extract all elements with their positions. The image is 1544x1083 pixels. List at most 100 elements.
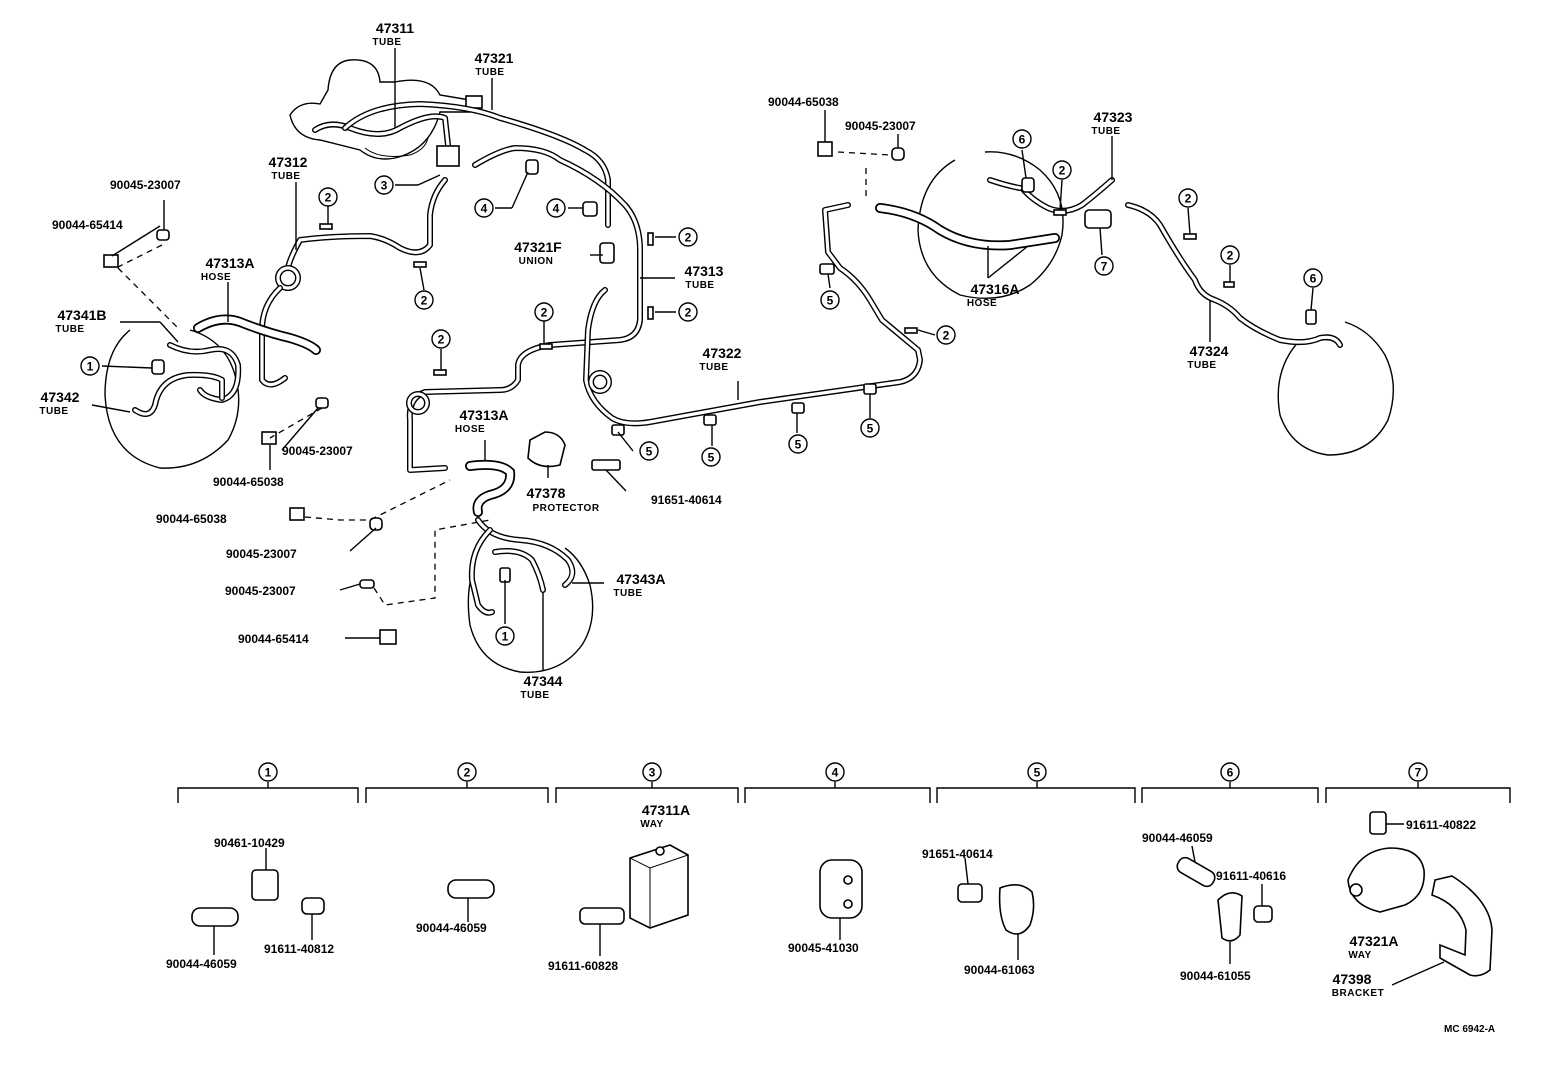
callout-circle xyxy=(1408,762,1428,782)
kit-brackets xyxy=(177,782,1511,803)
callout-2: 2 xyxy=(431,329,451,349)
callout-3: 3 xyxy=(374,175,394,195)
callout-2: 2 xyxy=(1220,245,1240,265)
bolt-icon xyxy=(1253,905,1273,923)
label-47313a-mid: 47313A HOSE xyxy=(455,407,509,435)
label-47313a-top: 47313A HOSE xyxy=(201,255,255,283)
clamp-icon xyxy=(998,884,1035,935)
callout-number: 2 xyxy=(438,333,445,347)
callout-circle xyxy=(678,302,698,322)
callout-circle xyxy=(1220,762,1240,782)
svg-text:TUBE: TUBE xyxy=(372,37,401,48)
callout-circle xyxy=(1094,256,1114,276)
fastener-90045-23007: 90045-23007 xyxy=(282,444,353,458)
clip-icon xyxy=(103,254,119,268)
svg-text:TUBE: TUBE xyxy=(39,406,68,417)
callout-2: 2 xyxy=(318,187,338,207)
svg-text:47341B: 47341B xyxy=(57,307,106,323)
callout-2: 2 xyxy=(414,290,434,310)
callout-circle xyxy=(1052,160,1072,180)
kit-callout-3: 3 xyxy=(642,762,662,782)
kit-7-part: 91611-40822 xyxy=(1406,818,1476,832)
callout-circle xyxy=(642,762,662,782)
callout-number: 4 xyxy=(481,202,488,216)
svg-text:TUBE: TUBE xyxy=(613,588,642,599)
rear-left-brake xyxy=(917,151,1064,300)
kit-2-part: 90044-46059 xyxy=(416,921,487,935)
kit-2: 90044-46059 xyxy=(416,879,495,935)
sleeve-icon xyxy=(1183,233,1197,240)
label-47321f: 47321F UNION xyxy=(514,239,562,267)
rear-right-brake xyxy=(1277,321,1395,456)
svg-text:47324: 47324 xyxy=(1190,343,1229,359)
washer-icon xyxy=(315,397,329,409)
callout-2: 2 xyxy=(678,227,698,247)
label-47316a: 47316A HOSE xyxy=(967,281,1020,309)
fastener-90045-23007: 90045-23007 xyxy=(226,547,297,561)
callout-number: 2 xyxy=(325,191,332,205)
kit-6-part: 91611-40616 xyxy=(1216,869,1286,883)
fastener-90045-23007: 90045-23007 xyxy=(225,584,296,598)
clamp-icon xyxy=(819,859,863,919)
clip-icon xyxy=(251,869,279,901)
callout-number: 1 xyxy=(87,360,94,374)
kit-1-part: 90461-10429 xyxy=(214,836,285,850)
callout-number: 6 xyxy=(1227,766,1234,780)
svg-text:WAY: WAY xyxy=(640,819,663,830)
sleeve-icon xyxy=(1176,856,1216,888)
brake-hoses xyxy=(193,203,1060,517)
svg-text:TUBE: TUBE xyxy=(55,324,84,335)
callout-5: 5 xyxy=(639,441,659,461)
callout-circle xyxy=(431,329,451,349)
sleeve-icon xyxy=(191,907,239,927)
callout-number: 2 xyxy=(1185,192,1192,206)
svg-text:TUBE: TUBE xyxy=(1187,360,1216,371)
clamp-icon xyxy=(582,201,598,217)
sleeve-icon xyxy=(319,223,333,230)
svg-text:47311: 47311 xyxy=(376,20,414,36)
svg-text:TUBE: TUBE xyxy=(271,171,300,182)
callout-1: 1 xyxy=(495,626,515,646)
svg-text:47343A: 47343A xyxy=(616,571,665,587)
callout-circle xyxy=(825,762,845,782)
callout-circle xyxy=(80,356,100,376)
kit-1: 90461-10429 90044-46059 91611-40812 xyxy=(166,836,334,971)
clamp-icon xyxy=(703,414,717,426)
callout-number: 6 xyxy=(1310,272,1317,286)
callout-circle xyxy=(1303,268,1323,288)
kit-1-part: 90044-46059 xyxy=(166,957,237,971)
callout-circle xyxy=(820,290,840,310)
kit-6: 90044-46059 91611-40616 90044-61055 xyxy=(1142,831,1286,983)
svg-text:47312: 47312 xyxy=(269,154,308,170)
sleeve-icon xyxy=(447,879,495,899)
callout-number: 2 xyxy=(421,294,428,308)
callout-circle xyxy=(1178,188,1198,208)
fastener-90044-65414: 90044-65414 xyxy=(52,218,123,232)
callout-number: 6 xyxy=(1019,133,1026,147)
label-47324: 47324 TUBE xyxy=(1187,343,1228,371)
sleeve-icon xyxy=(1053,209,1067,216)
washer-icon xyxy=(156,229,170,241)
callout-2: 2 xyxy=(534,302,554,322)
callout-1: 1 xyxy=(80,356,100,376)
svg-text:47321: 47321 xyxy=(475,50,514,66)
fittings xyxy=(103,141,1317,645)
bracket-icon xyxy=(1431,875,1493,977)
callout-number: 2 xyxy=(1227,249,1234,263)
fastener-90044-65038: 90044-65038 xyxy=(768,95,839,109)
kit-5-part: 90044-61063 xyxy=(964,963,1035,977)
svg-text:BRACKET: BRACKET xyxy=(1332,988,1384,999)
clamp-icon xyxy=(791,402,805,414)
kit-callout-1: 1 xyxy=(258,762,278,782)
svg-text:47321F: 47321F xyxy=(514,239,562,255)
fastener-91651-40614: 91651-40614 xyxy=(651,493,722,507)
kit-callout-6: 6 xyxy=(1220,762,1240,782)
callout-number: 7 xyxy=(1415,766,1422,780)
clip-icon xyxy=(289,507,305,521)
sleeve-icon xyxy=(647,232,654,246)
callout-circle xyxy=(457,762,477,782)
callout-circle xyxy=(546,198,566,218)
svg-text:47344: 47344 xyxy=(524,673,563,689)
